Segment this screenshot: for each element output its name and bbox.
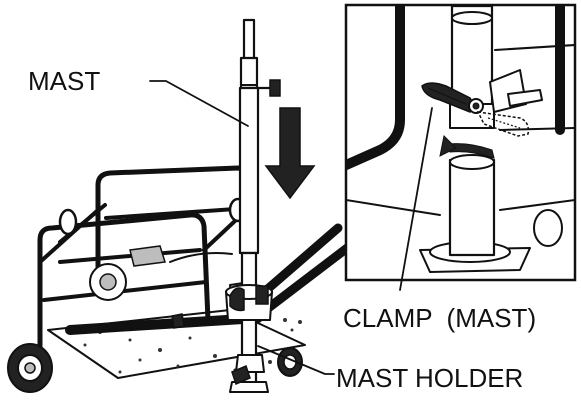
clamp-leader-line [399, 107, 433, 291]
cart-frame [37, 165, 306, 379]
down-arrow-icon [264, 107, 316, 200]
label-mast-holder: MAST HOLDER [336, 363, 523, 393]
inset-mast-holder-tube [448, 158, 496, 257]
mast-leader-line [149, 80, 249, 127]
mast-holder-main [225, 284, 273, 386]
mast-holder-leader-line [257, 345, 335, 375]
clamp-detail-inset [344, 3, 577, 282]
wheel-front [7, 343, 53, 393]
label-mast: MAST [28, 66, 100, 96]
leader-lines [149, 80, 433, 375]
curved-rotate-arrow-icon [439, 134, 495, 159]
label-clamp-mast: CLAMP (MAST) [343, 303, 536, 333]
lift-loop-left [58, 208, 78, 236]
wheel-rear [277, 347, 303, 377]
wheels [7, 343, 303, 393]
